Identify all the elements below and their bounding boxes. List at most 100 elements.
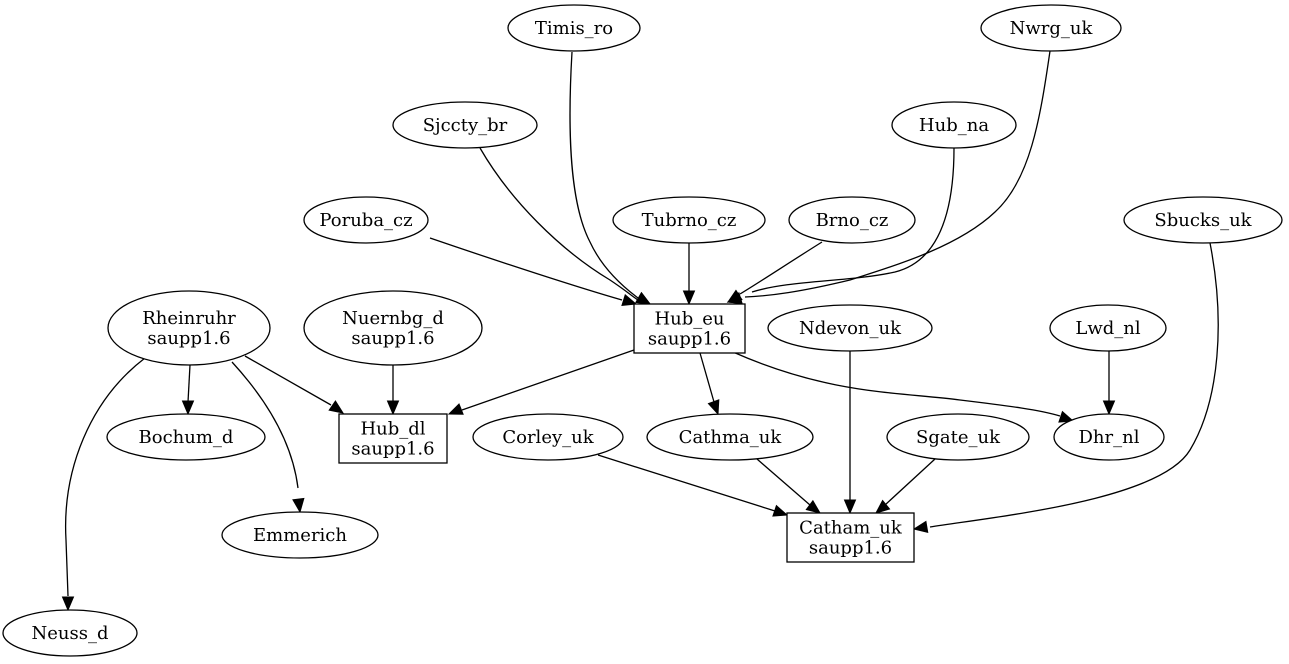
edge-brno_cz-to-hub_eu xyxy=(726,241,823,303)
node-ndevon-uk: Ndevon_uk xyxy=(767,304,933,352)
node-label: saupp1.6 xyxy=(648,329,731,350)
edge-tubrno_cz-to-hub_eu xyxy=(682,243,696,306)
node-ellipse xyxy=(303,290,483,366)
node-box xyxy=(786,512,915,563)
node-ellipse xyxy=(472,413,624,461)
node-label: Sgate_uk xyxy=(916,427,1001,448)
node-box xyxy=(633,303,746,354)
node-label: saupp1.6 xyxy=(809,538,892,559)
edge-line xyxy=(597,454,776,512)
edge-corley_uk-to-catham_uk xyxy=(597,454,789,517)
edge-rheinruhr-to-neuss_d xyxy=(61,357,146,612)
node-label: Poruba_cz xyxy=(319,210,412,231)
node-lwd-nl: Lwd_nl xyxy=(1049,304,1167,352)
arrowhead xyxy=(635,291,652,305)
node-ellipse xyxy=(303,196,429,244)
edge-rheinruhr-to-bochum_d xyxy=(181,364,195,416)
edge-hub_eu-to-dhr_nl xyxy=(732,351,1075,423)
edge-nuernbg_d-to-hub_dl xyxy=(386,365,400,416)
node-nwrg-uk: Nwrg_uk xyxy=(980,4,1122,52)
edge-hub_eu-to-cathma_uk xyxy=(699,352,720,416)
node-corley-uk: Corley_uk xyxy=(472,413,624,461)
node-label: Rheinruhr xyxy=(142,308,236,329)
edge-line xyxy=(751,147,955,293)
node-label: Nwrg_uk xyxy=(1010,18,1094,39)
arrowhead xyxy=(875,499,891,514)
arrowhead xyxy=(726,289,743,303)
arrowhead xyxy=(61,596,75,612)
edge-line xyxy=(699,352,715,403)
node-label: Catham_uk xyxy=(799,518,903,539)
node-ellipse xyxy=(767,304,933,352)
edge-rheinruhr-to-emmerich xyxy=(231,361,305,514)
node-ellipse xyxy=(788,196,916,244)
node-label: saupp1.6 xyxy=(351,328,434,349)
node-ellipse xyxy=(106,413,266,461)
edge-line xyxy=(929,242,1219,528)
node-cathma-uk: Cathma_uk xyxy=(646,413,814,461)
edge-line xyxy=(739,241,823,295)
edge-poruba_cz-to-hub_eu xyxy=(429,237,638,306)
edge-line xyxy=(569,51,639,299)
node-ellipse xyxy=(2,609,138,657)
node-ellipse xyxy=(612,196,766,244)
node-timis-ro: Timis_ro xyxy=(507,4,641,52)
edge-line xyxy=(479,147,639,301)
edge-line xyxy=(461,349,635,411)
edge-line xyxy=(187,364,191,403)
edge-sbucks_uk-to-catham_uk xyxy=(912,242,1219,533)
arrowhead xyxy=(805,499,822,514)
node-label: Hub_eu xyxy=(654,309,724,330)
edge-line xyxy=(231,361,299,489)
edge-timis_ro-to-hub_eu xyxy=(569,51,652,305)
node-sbucks-uk: Sbucks_uk xyxy=(1123,196,1283,244)
edge-hub_eu-to-hub_dl xyxy=(447,349,635,415)
node-label: saupp1.6 xyxy=(147,328,230,349)
edge-ndevon_uk-to-catham_uk xyxy=(843,351,857,515)
node-bochum-d: Bochum_d xyxy=(106,413,266,461)
node-label: Dhr_nl xyxy=(1079,427,1140,448)
node-tubrno-cz: Tubrno_cz xyxy=(612,196,766,244)
edge-sgate_uk-to-catham_uk xyxy=(875,458,936,514)
node-label: Timis_ro xyxy=(535,18,613,39)
node-sgate-uk: Sgate_uk xyxy=(886,413,1030,461)
node-ellipse xyxy=(392,101,538,149)
arrowhead xyxy=(843,499,857,515)
node-ellipse xyxy=(1123,196,1283,244)
node-label: Sjccty_br xyxy=(423,115,508,136)
arrowhead xyxy=(1102,400,1116,416)
node-ellipse xyxy=(221,511,379,559)
node-ellipse xyxy=(1053,413,1165,461)
edge-line xyxy=(756,458,811,506)
node-ellipse xyxy=(980,4,1122,52)
node-dhr-nl: Dhr_nl xyxy=(1053,413,1165,461)
arrowhead xyxy=(682,290,696,306)
node-label: Sbucks_uk xyxy=(1154,210,1252,231)
node-neuss-d: Neuss_d xyxy=(2,609,138,657)
node-label: Tubrno_cz xyxy=(642,210,737,231)
arrowhead xyxy=(386,400,400,416)
edge-rheinruhr-to-hub_dl xyxy=(244,355,345,414)
node-label: saupp1.6 xyxy=(351,439,434,460)
edge-line xyxy=(732,351,1061,417)
node-ellipse xyxy=(891,101,1017,149)
arrowhead xyxy=(912,520,929,533)
edge-lwd_nl-to-dhr_nl xyxy=(1102,351,1116,416)
node-sjccty-br: Sjccty_br xyxy=(392,101,538,149)
node-label: Emmerich xyxy=(253,525,347,546)
node-label: Lwd_nl xyxy=(1075,318,1140,339)
node-label: Brno_cz xyxy=(816,210,889,231)
node-ellipse xyxy=(1049,304,1167,352)
arrowhead xyxy=(621,294,638,306)
node-label: Corley_uk xyxy=(502,427,594,448)
arrowhead xyxy=(1058,410,1075,423)
edge-nwrg_uk-to-hub_eu xyxy=(726,50,1051,305)
node-emmerich: Emmerich xyxy=(221,511,379,559)
edge-line xyxy=(429,237,623,301)
arrowhead xyxy=(772,504,789,517)
